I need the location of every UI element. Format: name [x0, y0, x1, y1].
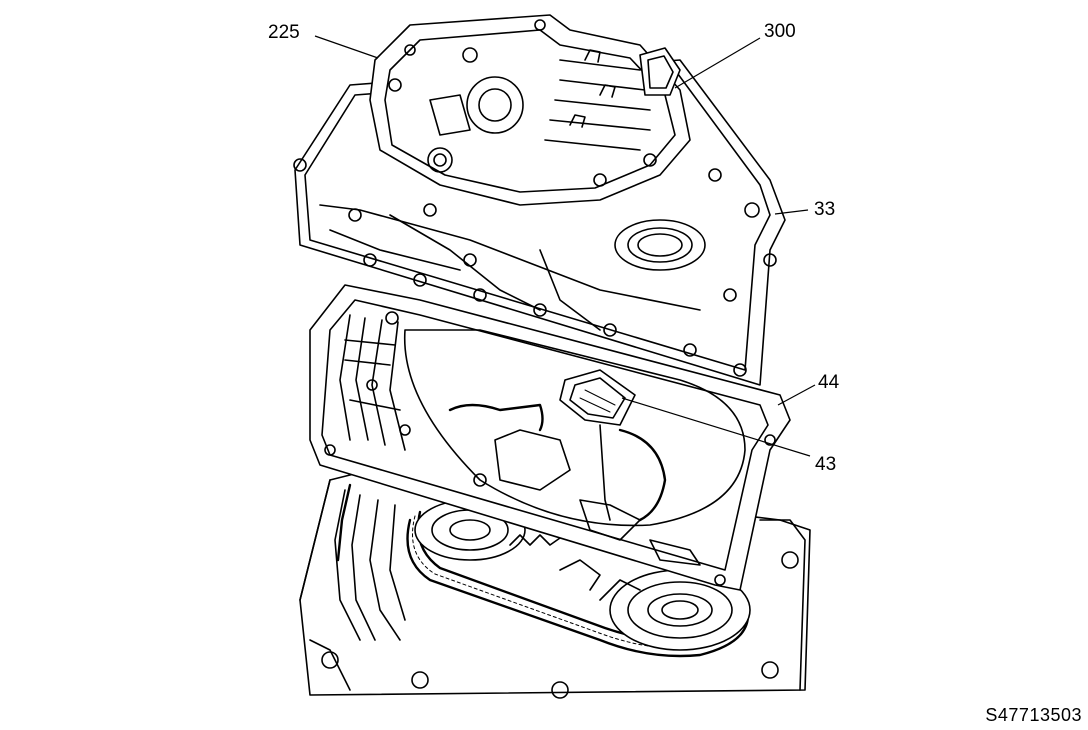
leader-33 [774, 209, 809, 215]
callout-33: 33 [814, 199, 835, 220]
leader-43 [621, 397, 811, 457]
callout-44: 44 [818, 372, 840, 393]
callout-225: 225 [268, 22, 300, 43]
filter-screen [559, 369, 636, 521]
leader-225 [314, 35, 379, 59]
leader-300 [674, 37, 761, 89]
callout-300: 300 [764, 21, 796, 42]
callout-43: 43 [815, 454, 836, 475]
valve-body [369, 14, 691, 206]
leader-lines [314, 35, 816, 457]
figure-id: S47713503 [985, 705, 1082, 725]
leader-44 [777, 384, 816, 406]
spacer-plate-gasket [309, 284, 791, 591]
callout-labels: 225 300 33 44 43 [268, 21, 840, 475]
